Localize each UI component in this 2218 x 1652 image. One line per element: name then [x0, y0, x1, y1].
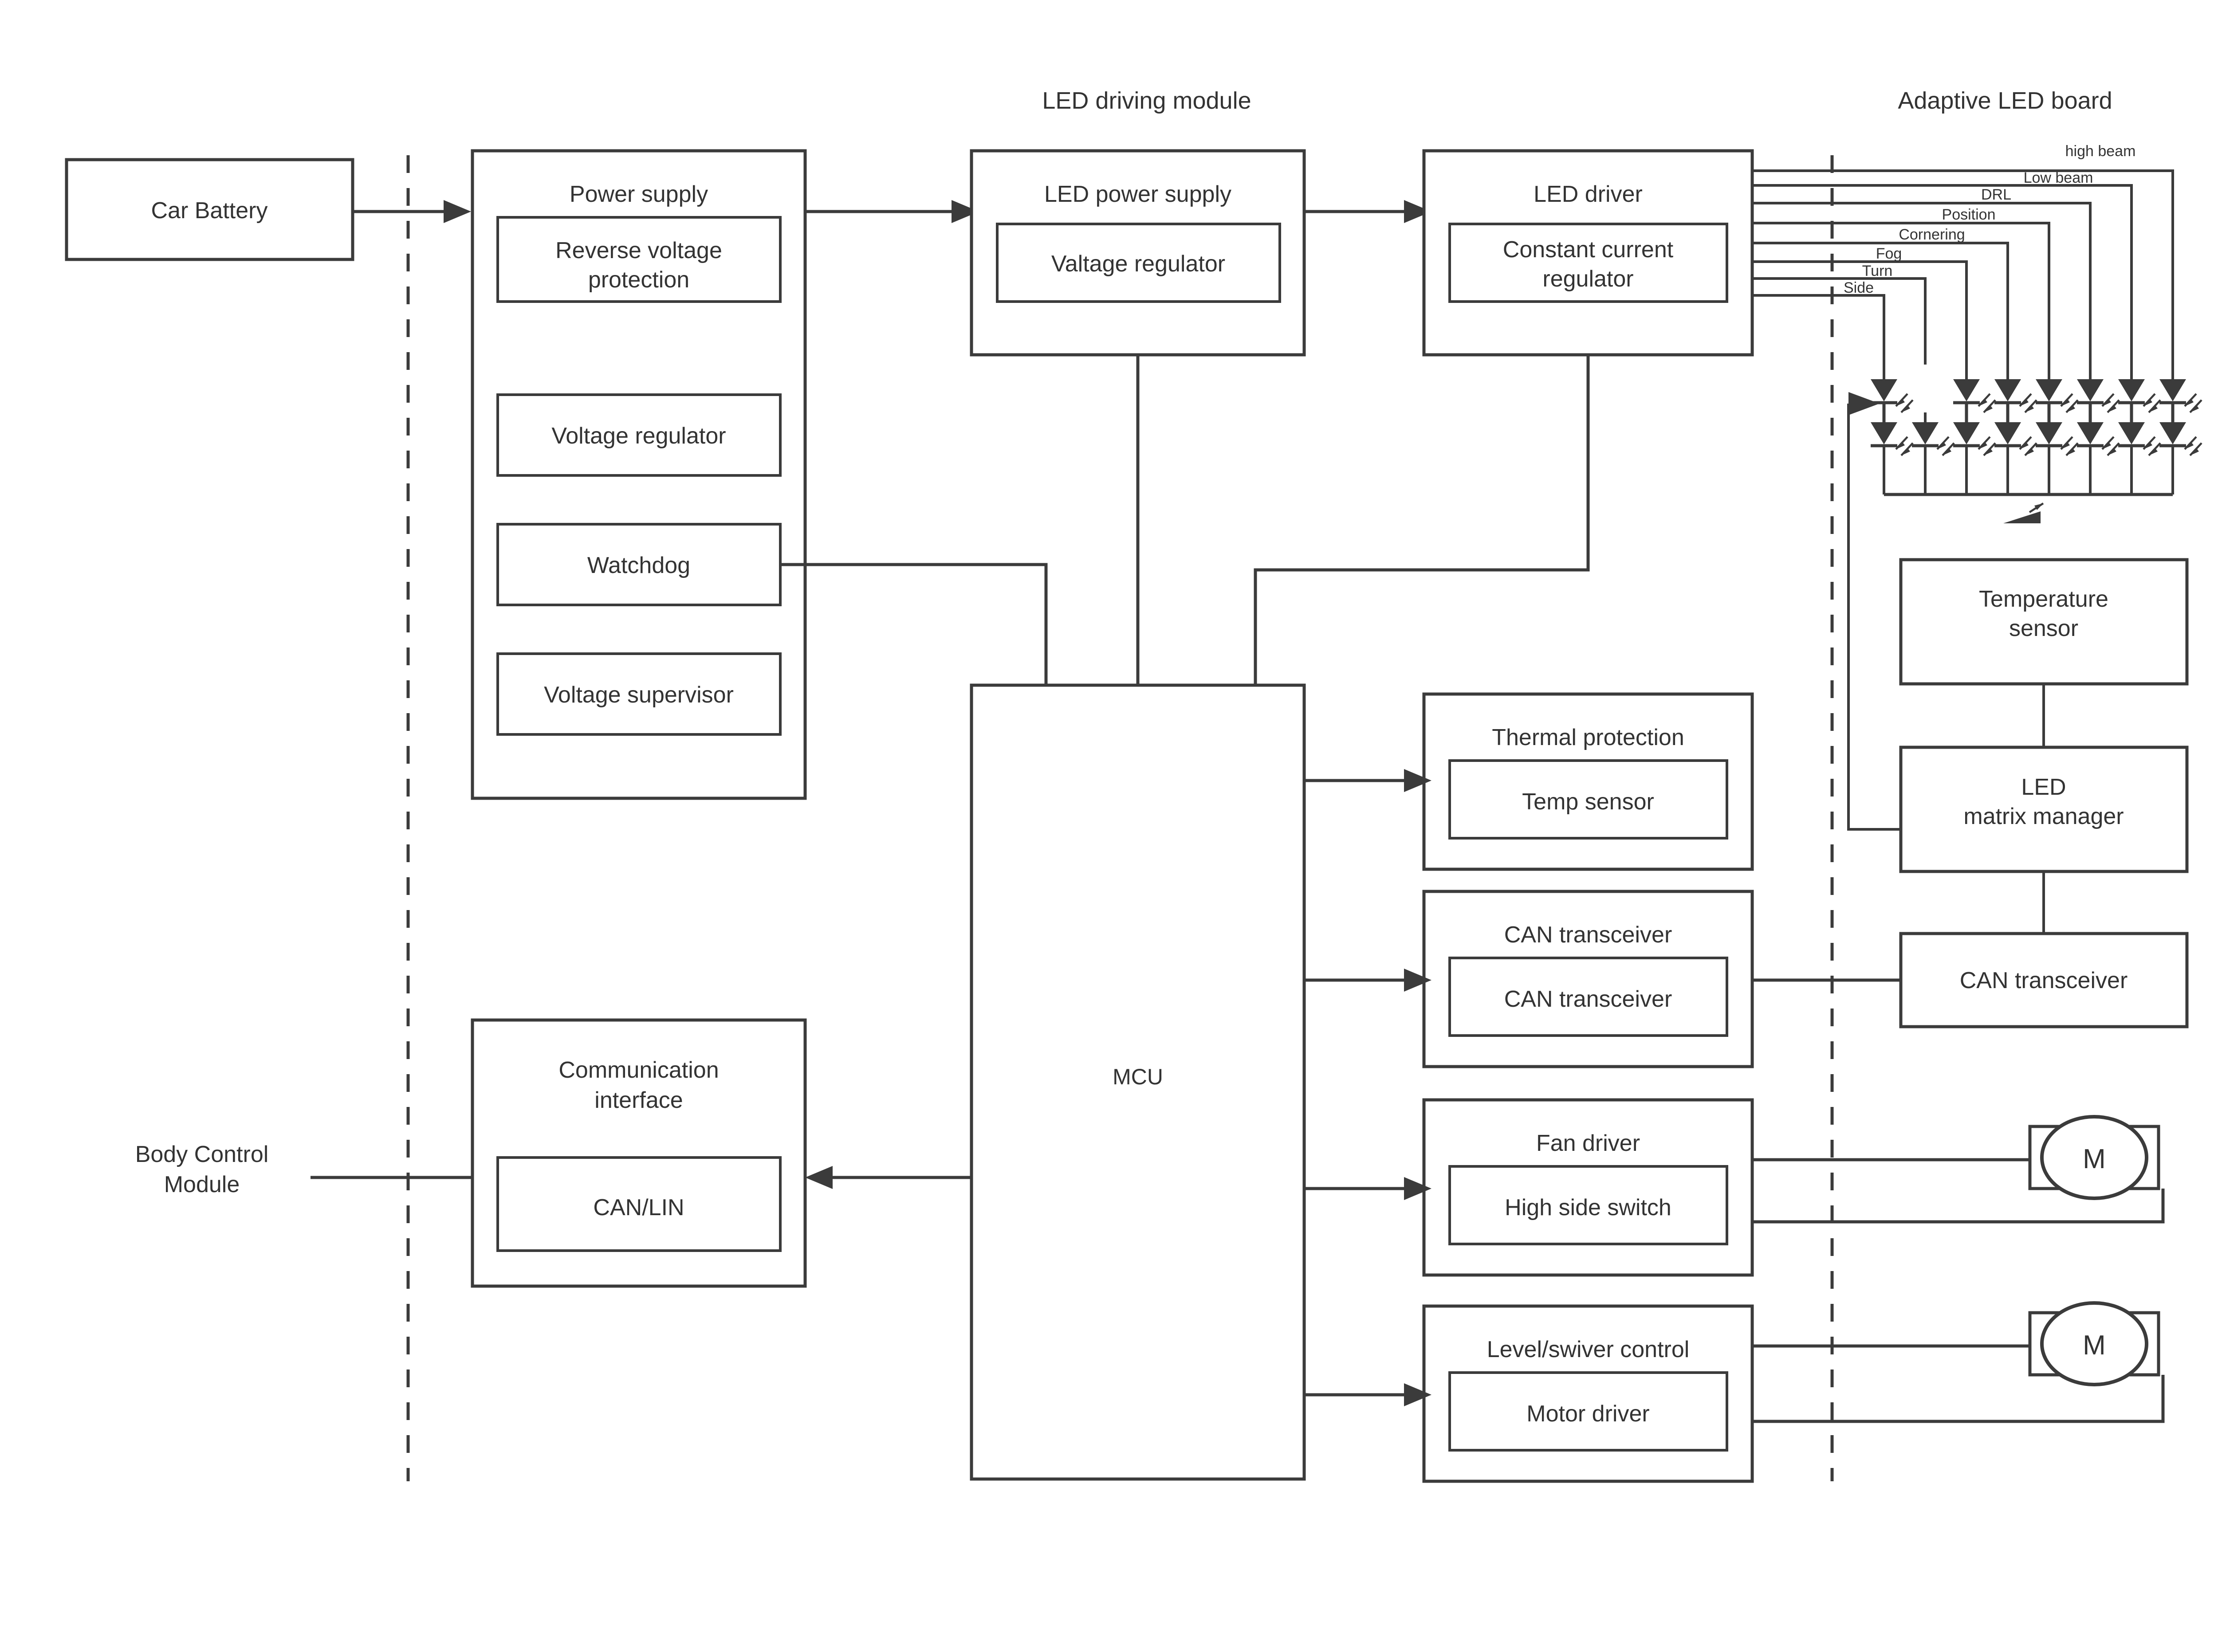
can-lin-label: CAN/LIN — [593, 1195, 684, 1220]
level-swiver-control-title: Level/swiver control — [1487, 1337, 1690, 1362]
led-icon — [2118, 412, 2161, 456]
motor-fan[interactable]: M — [2028, 1115, 2160, 1200]
block-motor-driver[interactable] — [1448, 1371, 1728, 1452]
led-icon — [2036, 379, 2079, 425]
led-array-row-2 — [1871, 412, 2202, 523]
block-can-transceiver-inner[interactable] — [1448, 957, 1728, 1037]
temp-sensor-label: Temp sensor — [1522, 789, 1654, 815]
wire-channel-cornering — [1752, 242, 2009, 379]
led-icon — [1871, 412, 1914, 456]
temperature-sensor-title-line1: Temperature — [1979, 586, 2108, 612]
reverse-voltage-protection-label-line1: Reverse voltage — [555, 238, 722, 263]
block-high-side-switch[interactable] — [1448, 1165, 1728, 1245]
block-voltage-supervisor[interactable] — [496, 652, 782, 736]
arrowhead-matrix-manager-to-led-row — [1848, 392, 1880, 415]
wire-level-swiver-to-motor-bottom — [1752, 1375, 2165, 1423]
section-title-adaptive-led-board: Adaptive LED board — [1898, 87, 2112, 114]
label-high-beam: high beam — [2065, 143, 2136, 160]
reverse-voltage-protection-label-line2: protection — [588, 267, 689, 293]
power-supply-title: Power supply — [570, 181, 708, 207]
block-reverse-voltage-protection[interactable] — [496, 216, 782, 303]
led-icon — [1953, 412, 1996, 456]
wire-channel-low-beam — [1752, 184, 2133, 379]
block-can-transceiver-board[interactable] — [1899, 932, 2189, 1028]
valtage-regulator-label: Valtage regulator — [1051, 251, 1225, 277]
led-driver-title: LED driver — [1534, 181, 1643, 207]
voltage-supervisor-label: Voltage supervisor — [544, 682, 734, 708]
section-title-led-driving-module: LED driving module — [1042, 87, 1251, 114]
motor-leveling[interactable]: M — [2028, 1301, 2160, 1386]
arrowhead-mcu-to-communication-interface — [805, 1166, 833, 1189]
block-can-lin[interactable] — [496, 1156, 782, 1252]
wire-fan-driver-to-motor-bottom — [1752, 1189, 2165, 1224]
motor-leveling-label: M — [2083, 1330, 2106, 1361]
can-transceiver-board-title: CAN transceiver — [1960, 968, 2128, 993]
wire-channel-high-beam — [1752, 169, 2174, 379]
can-transceiver-module-title: CAN transceiver — [1504, 922, 1672, 948]
block-valtage-regulator[interactable] — [996, 223, 1281, 303]
temperature-sensor-title-line2: sensor — [2009, 616, 2078, 641]
led-matrix-manager-title-line1: LED — [2021, 774, 2066, 800]
communication-interface-title-line2: interface — [594, 1087, 683, 1113]
wire-channel-fog — [1752, 260, 1968, 379]
label-low-beam: Low beam — [2024, 169, 2093, 186]
led-icon — [1994, 379, 2037, 425]
motor-fan-label: M — [2083, 1144, 2106, 1174]
led-icon — [2036, 412, 2079, 456]
label-fog: Fog — [1876, 245, 1902, 262]
constant-current-regulator-label-line2: regulator — [1542, 266, 1633, 292]
label-position: Position — [1942, 206, 1996, 223]
car-battery-label: Car Battery — [151, 198, 268, 224]
wire-channel-drl — [1752, 202, 2092, 379]
high-side-switch-label: High side switch — [1505, 1195, 1671, 1220]
led-matrix-manager-title-line2: matrix manager — [1963, 804, 2124, 829]
led-array-row-1 — [1871, 379, 2202, 425]
arrowhead-battery-to-power-supply — [444, 200, 471, 223]
label-cornering: Cornering — [1899, 226, 1965, 243]
label-turn: Turn — [1862, 263, 1893, 279]
wire-channel-turn — [1752, 277, 1927, 365]
led-icon — [1871, 379, 1914, 425]
wire-led-driver-to-mcu — [1254, 355, 1590, 685]
fan-driver-title: Fan driver — [1536, 1130, 1640, 1156]
mcu-label: MCU — [1113, 1064, 1163, 1089]
label-drl: DRL — [1981, 186, 2011, 203]
block-constant-current-regulator[interactable] — [1448, 223, 1728, 303]
thermal-protection-title: Thermal protection — [1492, 725, 1684, 750]
wire-matrix-manager-to-led-row — [1847, 404, 1901, 831]
watchdog-label: Watchdog — [587, 553, 690, 578]
wire-channel-position — [1752, 222, 2050, 379]
led-icon — [1912, 412, 1955, 456]
motor-driver-label: Motor driver — [1526, 1401, 1649, 1427]
led-icon — [2077, 412, 2120, 456]
adjustable-symbol-icon — [2003, 502, 2044, 523]
wire-watchdog-to-mcu — [781, 563, 1048, 685]
led-icon — [2159, 412, 2202, 456]
communication-interface-title-line1: Communication — [558, 1057, 719, 1083]
led-icon — [2077, 379, 2120, 425]
block-watchdog[interactable] — [496, 523, 782, 606]
body-control-module-label-line1: Body Control — [135, 1142, 269, 1167]
constant-current-regulator-label-line1: Constant current — [1503, 237, 1674, 263]
block-voltage-regulator[interactable] — [496, 393, 782, 477]
led-icon — [1994, 412, 2037, 456]
block-car-battery[interactable] — [65, 158, 354, 261]
block-mcu[interactable] — [970, 683, 1306, 1481]
led-icon — [2118, 379, 2161, 425]
body-control-module-label-line2: Module — [164, 1172, 240, 1197]
label-side: Side — [1844, 279, 1874, 296]
block-temp-sensor[interactable] — [1448, 759, 1728, 840]
block-temperature-sensor[interactable] — [1899, 558, 2189, 686]
voltage-regulator-label: Voltage regulator — [551, 423, 726, 449]
led-icon — [2159, 379, 2202, 425]
wire-channel-side — [1752, 294, 1885, 379]
can-transceiver-inner-label: CAN transceiver — [1504, 986, 1672, 1012]
block-led-matrix-manager[interactable] — [1899, 746, 2189, 873]
led-icon — [1953, 379, 1996, 425]
led-power-supply-title: LED power supply — [1044, 181, 1231, 207]
